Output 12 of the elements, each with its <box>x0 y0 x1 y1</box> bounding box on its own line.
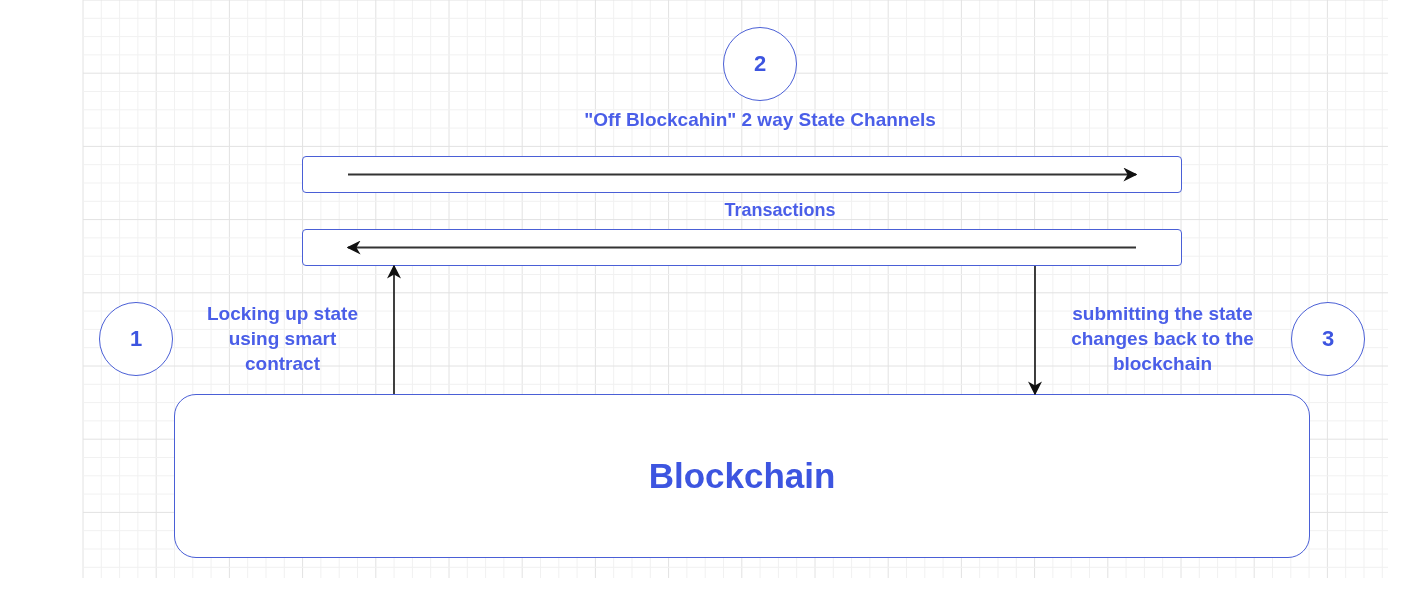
annotation-text: Locking up state using smart contract <box>206 302 359 376</box>
arrow <box>387 264 401 395</box>
channel-bar <box>302 229 1182 266</box>
heading-label: "Off Blockcahin" 2 way State Channels <box>583 108 937 132</box>
heading-label: Transactions <box>723 199 837 222</box>
step-number-circle: 2 <box>723 27 797 101</box>
step-number-circle: 3 <box>1291 302 1365 376</box>
step-number-circle: 1 <box>99 302 173 376</box>
annotation-text: submitting the state changes back to the blockchain <box>1070 302 1255 376</box>
blockchain-box: Blockchain <box>174 394 1310 558</box>
arrow <box>1028 265 1042 396</box>
channel-bar <box>302 156 1182 193</box>
